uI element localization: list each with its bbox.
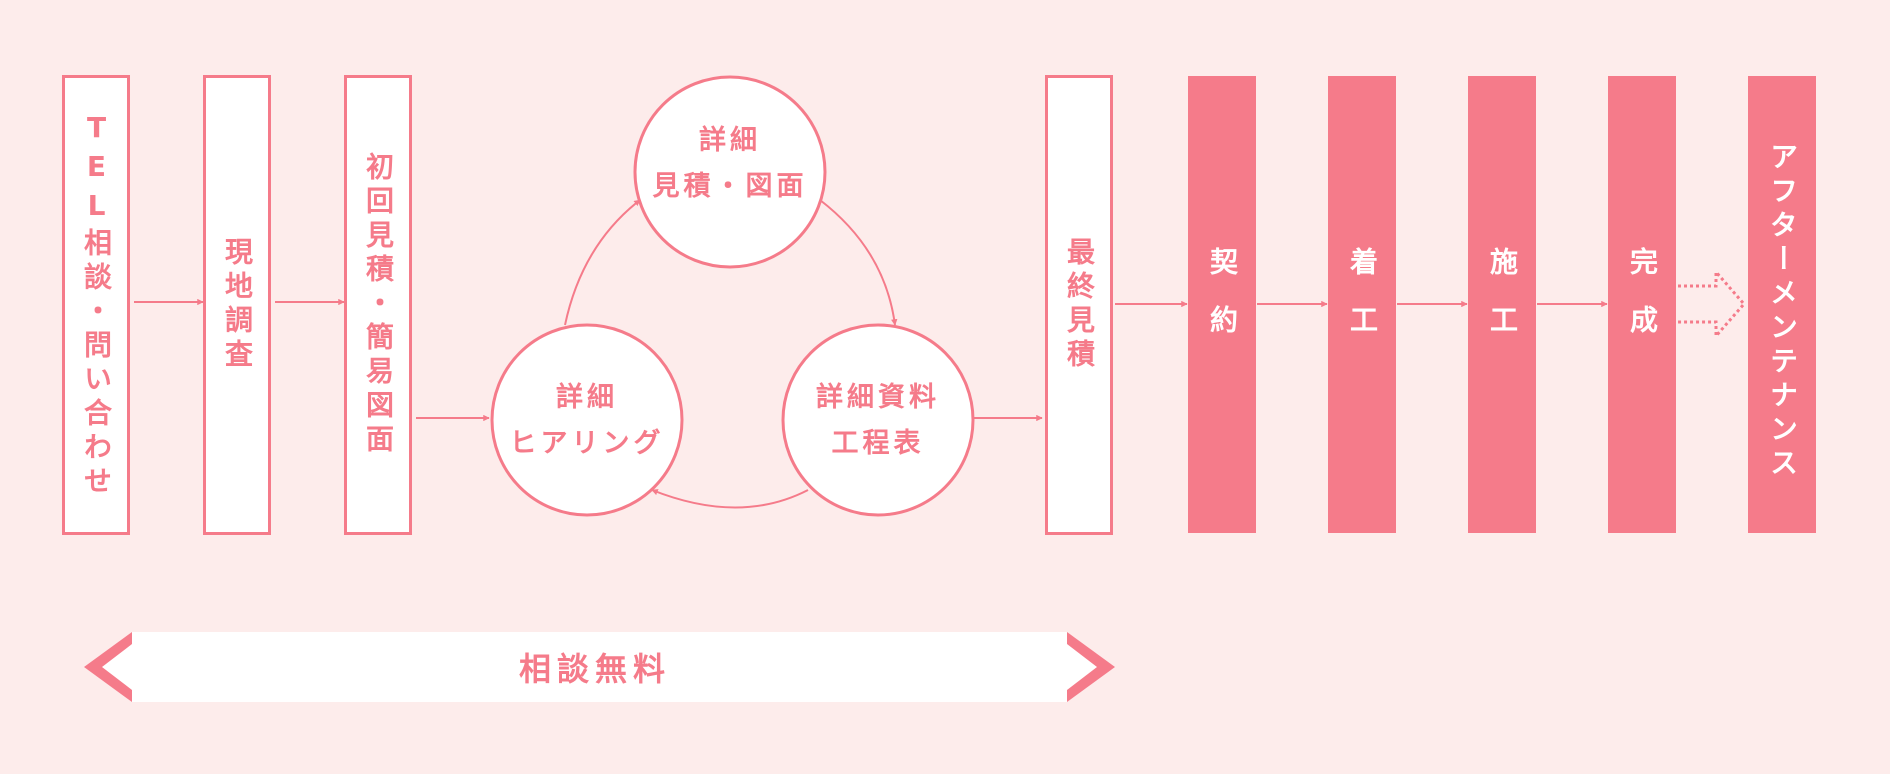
step-initial-estimate: 初回見積・簡易図面 <box>344 75 412 535</box>
step-after-maintenance: アフターメンテナンス <box>1748 76 1816 533</box>
step-site-survey: 現地調査 <box>203 75 271 535</box>
cycle-circle-top <box>633 75 827 269</box>
cycle-top-line2: 見積・図面 <box>652 171 808 202</box>
step-construction: 施工 <box>1468 76 1536 533</box>
cycle-arrow-right-to-left <box>651 489 809 509</box>
step-label: 契約 <box>1206 246 1239 363</box>
step-tel-inquiry: TEL相談・問い合わせ <box>62 75 130 535</box>
step-label: 完成 <box>1626 246 1659 363</box>
step-label: 現地調査 <box>221 237 254 373</box>
step-label: アフターメンテナンス <box>1766 142 1799 482</box>
cycle-arrow-left-to-top <box>564 199 641 326</box>
dotted-arrow-complete-to-after <box>1678 268 1746 340</box>
cycle-arrow-top-to-right <box>819 199 898 326</box>
cycle-left-line2: ヒアリング <box>509 428 665 459</box>
cycle-right-line2: 工程表 <box>831 428 925 459</box>
step-completion: 完成 <box>1608 76 1676 533</box>
free-consultation-label: 相談無料 <box>518 650 671 688</box>
cycle-left-line1: 詳細 <box>556 382 618 413</box>
cycle-label-left: 詳細 ヒアリング <box>497 375 677 467</box>
step-label: 着工 <box>1346 246 1379 363</box>
step-label: TEL相談・問い合わせ <box>80 110 113 500</box>
step-label: 最終見積 <box>1063 237 1096 373</box>
step-final-estimate: 最終見積 <box>1045 75 1113 535</box>
step-contract: 契約 <box>1188 76 1256 533</box>
step-label: 初回見積・簡易図面 <box>362 152 395 458</box>
cycle-right-line1: 詳細資料 <box>816 382 940 413</box>
free-consultation-banner <box>84 632 1115 702</box>
cycle-circle-right <box>781 323 975 517</box>
cycle-label-right: 詳細資料 工程表 <box>788 375 968 467</box>
step-label: 施工 <box>1486 246 1519 363</box>
step-start-construction: 着工 <box>1328 76 1396 533</box>
cycle-top-line1: 詳細 <box>699 125 761 156</box>
cycle-circle-left <box>490 323 684 517</box>
cycle-label-top: 詳細 見積・図面 <box>640 118 820 210</box>
